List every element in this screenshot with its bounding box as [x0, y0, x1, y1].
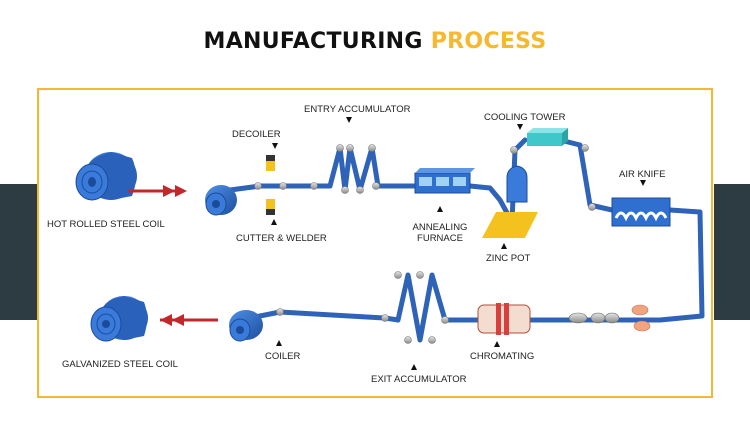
cooling-tower-icon [527, 128, 568, 146]
label-annealing-line1: ANNEALING [412, 222, 468, 233]
cutter-welder-icon [266, 155, 275, 215]
label-air-knife: AIR KNIFE [619, 169, 666, 180]
rollers-exit [276, 271, 449, 344]
cutter-welder-pointer-icon [271, 219, 277, 225]
decoiler-pointer-icon [272, 143, 278, 149]
title-main: MANUFACTURING [203, 29, 423, 54]
strip-path-bottom [237, 272, 663, 343]
right-background-band [714, 184, 750, 320]
chromating-pointer-icon [494, 341, 500, 347]
label-hot-rolled-coil: HOT ROLLED STEEL COIL [47, 219, 165, 230]
rollers-bottom [568, 304, 651, 332]
coiler-coil-icon [229, 310, 263, 342]
annealing-pointer-icon [437, 206, 443, 212]
title-accent: PROCESS [430, 29, 547, 54]
label-zinc-pot: ZINC POT [486, 253, 531, 264]
air-knife-pointer-icon [640, 180, 646, 186]
air-knife-icon [611, 197, 671, 227]
page-title: MANUFACTURING PROCESS [0, 29, 750, 54]
cooling-tower-pointer-icon [517, 124, 523, 130]
decoiler-coil-icon [205, 185, 237, 216]
entry-accumulator-pointer-icon [346, 117, 352, 123]
label-coiler: COILER [265, 351, 301, 362]
label-annealing-furnace: ANNEALING FURNACE [408, 222, 472, 244]
exit-accumulator-pointer-icon [411, 364, 417, 370]
label-galvanized-coil: GALVANIZED STEEL COIL [62, 359, 178, 370]
label-decoiler: DECOILER [232, 129, 281, 140]
input-arrow-icon [128, 185, 187, 197]
label-cutter-welder: CUTTER & WELDER [236, 233, 327, 244]
label-cooling-tower: COOLING TOWER [484, 112, 566, 123]
rollers-top [254, 144, 596, 211]
pointer-triangles [271, 117, 646, 370]
zinc-pot-icon [482, 165, 538, 238]
output-arrow-icon [160, 314, 218, 326]
diagram-frame [37, 88, 713, 398]
zinc-pot-pointer-icon [501, 243, 507, 249]
label-exit-accumulator: EXIT ACCUMULATOR [371, 374, 467, 385]
label-chromating: CHROMATING [470, 351, 535, 362]
annealing-furnace-icon [414, 168, 475, 194]
label-annealing-line2: FURNACE [417, 233, 463, 244]
left-background-band [0, 184, 38, 320]
coiler-pointer-icon [276, 340, 282, 346]
label-entry-accumulator: ENTRY ACCUMULATOR [304, 104, 411, 115]
galvanized-coil-icon [90, 296, 148, 342]
chromating-icon [477, 303, 531, 335]
hot-rolled-coil-icon [75, 152, 137, 201]
